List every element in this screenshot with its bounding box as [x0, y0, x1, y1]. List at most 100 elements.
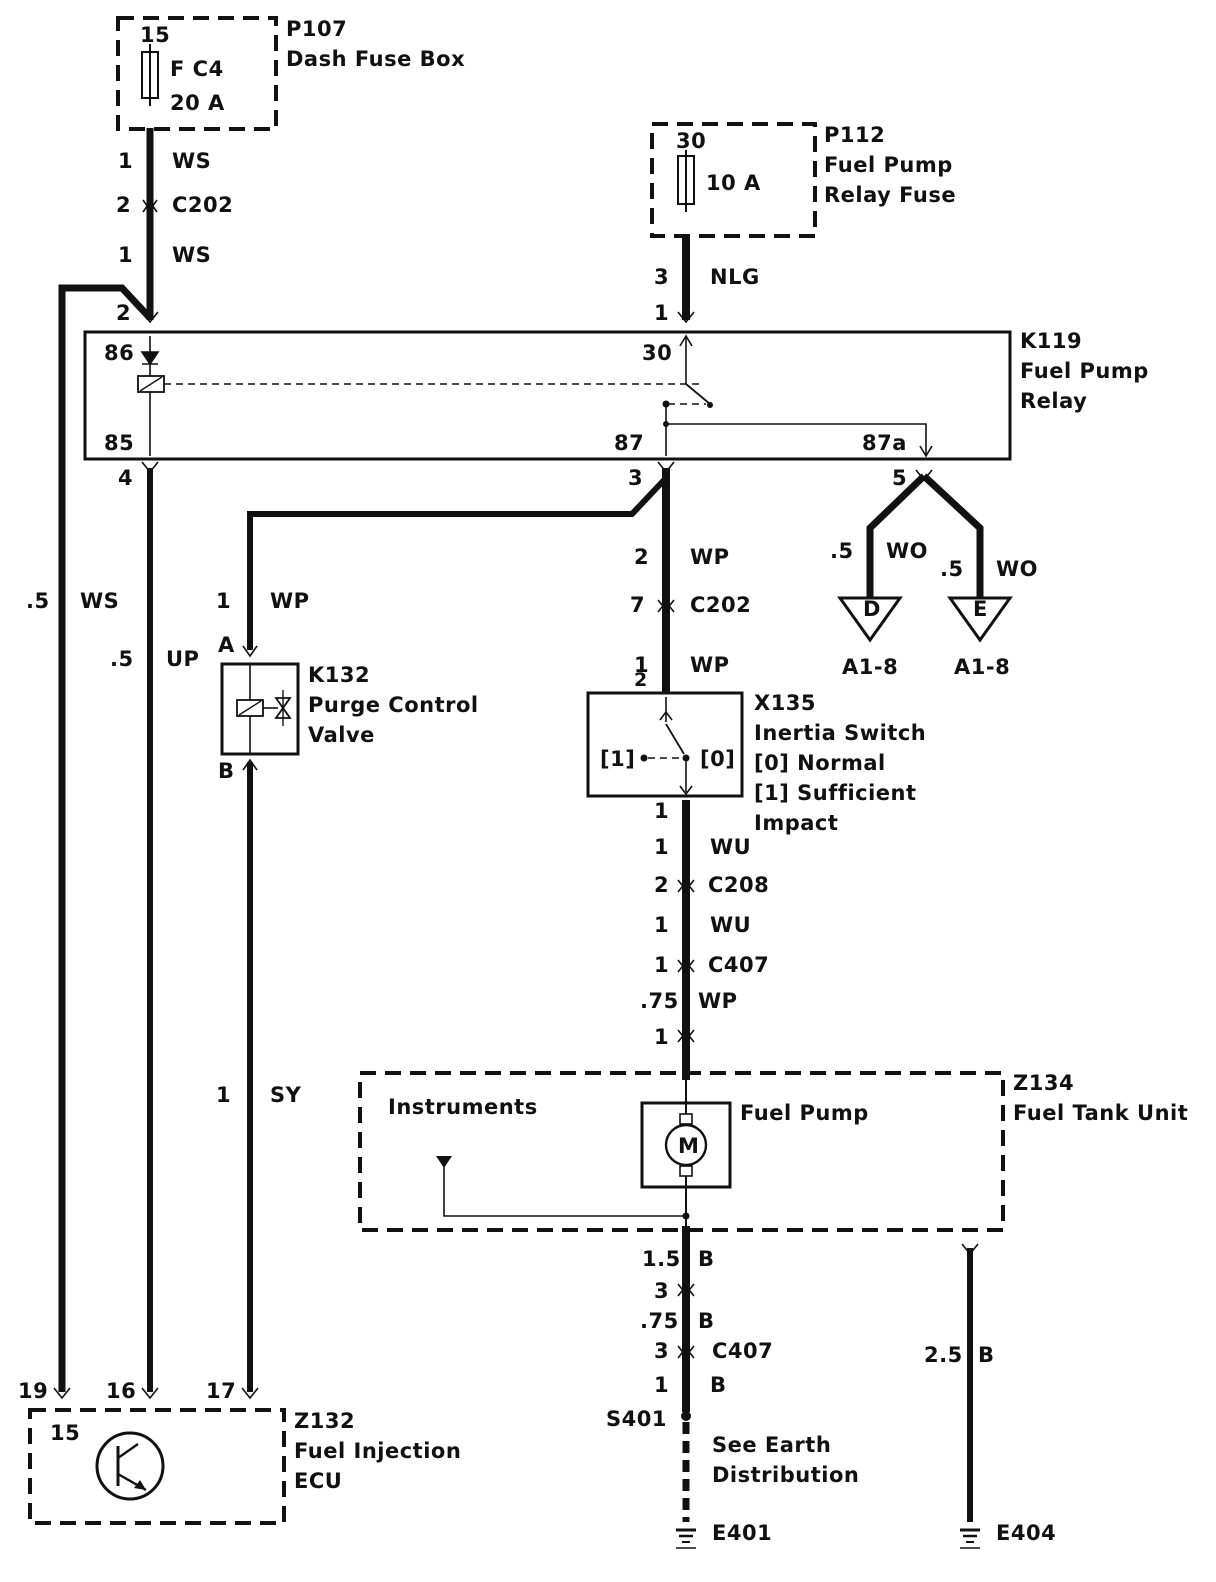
k132-pin-b: B — [218, 759, 235, 783]
z134-motor-circle — [664, 1123, 708, 1167]
k119-terminal-87a: 87a — [862, 431, 907, 455]
p107-rating: 20 A — [170, 91, 225, 115]
k119-id: K119 — [1020, 329, 1082, 353]
sy-gauge: 1 — [216, 1083, 231, 1107]
x135-state0: [0] Normal — [754, 751, 886, 775]
z132-id: Z132 — [294, 1409, 355, 1433]
x135-pos1: [1] — [600, 747, 635, 771]
s401-label: S401 — [606, 1407, 667, 1431]
c407-b-pin-b: 3 — [654, 1339, 669, 1363]
z134-motor-brush-bottom — [679, 1165, 693, 1177]
earth-note-line1: See Earth — [712, 1433, 831, 1457]
wo-e-gauge: .5 — [940, 557, 964, 581]
plug-k119-1 — [677, 311, 695, 324]
earth-symbol-e404 — [960, 1528, 980, 1549]
b-e404-gauge: 2.5 — [924, 1343, 963, 1367]
k119-pin-4: 4 — [118, 466, 133, 490]
x135-state1: [1] Sufficient — [754, 781, 917, 805]
ref-e-location: A1-8 — [954, 655, 1010, 679]
ws-long-color: WS — [80, 589, 119, 613]
wp-sw-gauge: 1 — [634, 653, 649, 677]
c202-right-pin: 7 — [630, 593, 645, 617]
p107-id: P107 — [286, 17, 347, 41]
z134-instrument-arrow — [436, 1156, 452, 1168]
wp-sw-color: WP — [690, 653, 730, 677]
connector-c202-left-mark — [142, 199, 158, 213]
k132-pin-a: A — [218, 633, 235, 657]
wu2-gauge: 1 — [654, 913, 669, 937]
b3-gauge: 1 — [654, 1373, 669, 1397]
s401-splice-dot — [681, 1411, 691, 1421]
plug-ecu-19 — [53, 1387, 71, 1400]
z132-transistor-circle — [95, 1431, 165, 1501]
p112-outline — [650, 122, 817, 238]
p112-relay-fuse: 30 10 A P112 Fuel Pump Relay Fuse — [650, 122, 956, 238]
c407-b-pin-a: 3 — [654, 1279, 669, 1303]
sy-color: SY — [270, 1083, 302, 1107]
plug-ecu-17 — [241, 1387, 259, 1400]
wire-wo-d — [866, 473, 927, 598]
p107-name: Dash Fuse Box — [286, 47, 465, 71]
k132-purge-control-valve: A B K132 Purge Control Valve — [218, 633, 478, 783]
wire-labels: 1 WS 2 C202 1 WS 2 4 .5 WS .5 UP 1 WP 1 … — [18, 149, 1038, 1403]
earth-symbol-e401 — [676, 1528, 696, 1549]
k119-switch-blade — [685, 383, 711, 405]
b2-color: B — [698, 1309, 715, 1333]
k132-outline — [220, 662, 300, 756]
x135-pin-top: 2 — [634, 669, 647, 691]
p107-outline — [116, 16, 278, 131]
k132-pin-a-arrow — [242, 645, 258, 658]
z134-motor-letter: M — [678, 1134, 699, 1158]
k132-coil-slash — [238, 700, 262, 716]
z134-junction — [682, 1212, 690, 1220]
plug-k119-4 — [141, 461, 159, 474]
z134-fuel-tank-unit: M Instruments Fuel Pump Z134 Fuel Tank U… — [358, 1071, 1188, 1232]
c407-bottom-label: C407 — [712, 1339, 773, 1363]
x135-pos0: [0] — [700, 747, 735, 771]
nlg-color: NLG — [710, 265, 760, 289]
ecu-pin-19: 19 — [18, 1379, 48, 1403]
wire-wo-e — [921, 473, 984, 598]
nlg-gauge: 3 — [654, 265, 669, 289]
up-color: UP — [166, 647, 199, 671]
c407-top-pin: 1 — [654, 953, 669, 977]
x135-inertia-switch: [1] [0] X135 Inertia Switch [0] Normal [… — [586, 691, 926, 835]
ref-triangle-d — [837, 596, 903, 643]
off-page-references: D E A1-8 A1-8 — [837, 596, 1013, 679]
e401-label: E401 — [712, 1521, 772, 1545]
ws-mid-color: WS — [172, 243, 211, 267]
z132-emitter-arrow — [134, 1480, 146, 1490]
k119-pin-2: 2 — [116, 301, 131, 325]
p107-terminal: 15 — [140, 23, 170, 47]
x135-pin-bottom: 1 — [654, 799, 669, 823]
b2-gauge: .75 — [640, 1309, 679, 1333]
wo-d-gauge: .5 — [830, 539, 854, 563]
plug-e404 — [961, 1243, 979, 1256]
connector-marks — [53, 199, 979, 1400]
ws-long-gauge: .5 — [26, 589, 50, 613]
z134-instrument-wire — [443, 1160, 686, 1217]
ref-d-location: A1-8 — [842, 655, 898, 679]
p112-id: P112 — [824, 123, 885, 147]
p112-name-line2: Relay Fuse — [824, 183, 956, 207]
ecu-pin-17: 17 — [206, 1379, 236, 1403]
wu2-color: WU — [710, 913, 751, 937]
connector-c407-bottom-mark — [677, 1345, 695, 1359]
c208-pin: 2 — [654, 873, 669, 897]
wp-top-gauge: 2 — [634, 545, 649, 569]
k132-pin-b-arrow — [242, 758, 258, 771]
k119-fuel-pump-relay: 86 85 30 87 87a K119 Fuel Pump Relay — [83, 329, 1148, 461]
z134-id: Z134 — [1013, 1071, 1074, 1095]
b3-color: B — [710, 1373, 727, 1397]
connector-c202-right-mark — [657, 599, 675, 613]
z132-terminal: 15 — [50, 1421, 80, 1445]
k119-diode — [140, 351, 160, 366]
x135-contact-1 — [640, 754, 648, 762]
plug-k119-5 — [915, 469, 933, 482]
ecu-pin-16: 16 — [106, 1379, 136, 1403]
p107-dash-fuse-box: 15 F C4 20 A P107 Dash Fuse Box — [116, 16, 465, 131]
e404-label: E404 — [996, 1521, 1056, 1545]
wire-wp-purge — [247, 475, 669, 650]
x135-blade — [665, 723, 685, 755]
